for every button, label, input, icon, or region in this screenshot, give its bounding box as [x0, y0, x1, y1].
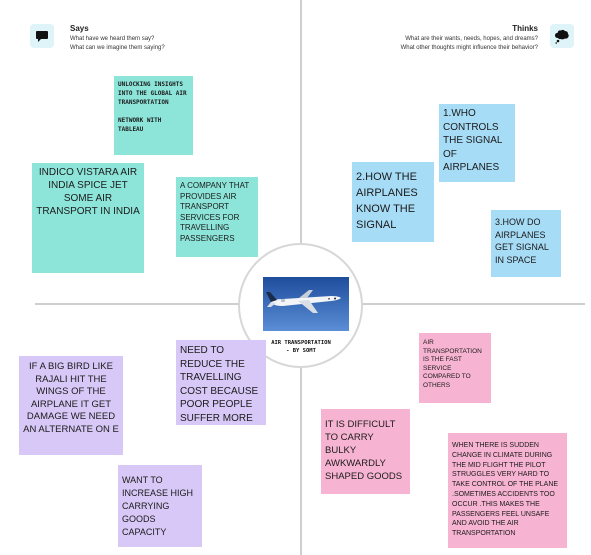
airplane-image — [263, 277, 349, 331]
sticky-note-fast-service: AIR TRANSPORTATION IS THE FAST SERVICE C… — [419, 333, 491, 403]
sticky-note-bird: IF A BIG BIRD LIKE RAJALI HIT THE WINGS … — [19, 356, 123, 455]
note-text: WHEN THERE IS SUDDEN CHANGE IN CLIMATE D… — [452, 442, 559, 538]
says-subtitle-2: What can we imagine them saying? — [70, 45, 165, 51]
thinks-title: Thinks — [512, 24, 538, 33]
thinks-subtitle-2: What other thoughts might influence thei… — [400, 45, 538, 51]
sticky-note-how-know: 2.HOW THE AIRPLANES KNOW THE SIGNAL — [352, 162, 434, 242]
note-text: NETWORK WITH TABLEAU — [118, 117, 162, 133]
note-text: IT IS DIFFICULT TO CARRY BULKY AWKWARDLY… — [325, 419, 403, 482]
speech-bubble-icon — [30, 24, 54, 48]
sticky-note-climate: WHEN THERE IS SUDDEN CHANGE IN CLIMATE D… — [448, 433, 567, 548]
note-text: 3.HOW DO AIRPLANES GET SIGNAL IN SPACE — [495, 217, 549, 265]
center-label: AIR TRANSPORTATION - BY SOMT — [262, 339, 340, 355]
note-text: 1.WHO CONTROLS THE SIGNAL OF AIRPLANES — [443, 108, 503, 173]
sticky-note-airlines: INDICO VISTARA AIR INDIA SPICE JET SOME … — [32, 163, 144, 273]
note-text: 2.HOW THE AIRPLANES KNOW THE SIGNAL — [356, 171, 418, 231]
note-text: A COMPANY THAT PROVIDES AIR TRANSPORT SE… — [180, 181, 250, 243]
sticky-note-carrying: WANT TO INCREASE HIGH CARRYING GOODS CAP… — [118, 465, 202, 547]
note-text: INDICO VISTARA AIR INDIA SPICE JET SOME … — [36, 167, 140, 217]
sticky-note-company: A COMPANY THAT PROVIDES AIR TRANSPORT SE… — [176, 177, 258, 257]
sticky-note-bulky: IT IS DIFFICULT TO CARRY BULKY AWKWARDLY… — [321, 409, 410, 494]
note-text: AIR TRANSPORTATION IS THE FAST SERVICE C… — [423, 339, 482, 389]
says-title: Says — [70, 24, 89, 33]
note-text: UNLOCKING INSIGHTS INTO THE GLOBAL AIR T… — [118, 81, 187, 106]
sticky-note-how-get: 3.HOW DO AIRPLANES GET SIGNAL IN SPACE — [491, 210, 561, 277]
sticky-note-unlocking: UNLOCKING INSIGHTS INTO THE GLOBAL AIR T… — [114, 76, 193, 155]
note-text: NEED TO REDUCE THE TRAVELLING COST BECAU… — [180, 345, 259, 424]
center-label-line2: - BY SOMT — [286, 348, 316, 354]
sticky-note-reduce-cost: NEED TO REDUCE THE TRAVELLING COST BECAU… — [176, 340, 266, 425]
note-text: WANT TO INCREASE HIGH CARRYING GOODS CAP… — [122, 475, 194, 537]
center-label-line1: AIR TRANSPORTATION — [271, 340, 331, 346]
sticky-note-who-controls: 1.WHO CONTROLS THE SIGNAL OF AIRPLANES — [439, 104, 515, 182]
thinks-subtitle-1: What are their wants, needs, hopes, and … — [405, 36, 538, 42]
thought-cloud-icon — [550, 24, 574, 48]
says-subtitle-1: What have we heard them say? — [70, 36, 155, 42]
note-text: IF A BIG BIRD LIKE RAJALI HIT THE WINGS … — [23, 361, 119, 435]
